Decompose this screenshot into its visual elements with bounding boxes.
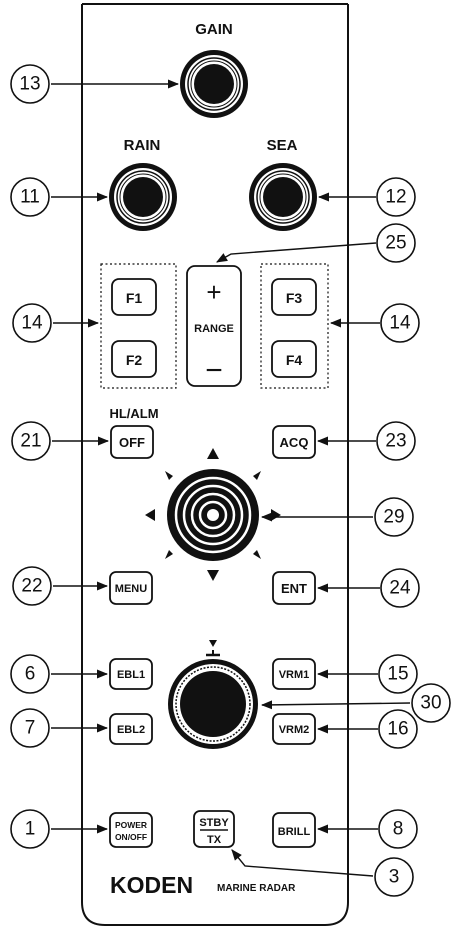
callout-14-left: 14	[12, 303, 52, 343]
knob-index-mark	[209, 640, 217, 647]
svg-text:EBL2: EBL2	[117, 724, 145, 736]
callout-29: 29	[374, 497, 414, 537]
marine-radar-subtitle: MARINE RADAR	[217, 883, 296, 894]
callout-25: 25	[376, 223, 416, 263]
svg-text:F1: F1	[126, 290, 143, 306]
svg-text:22: 22	[21, 576, 42, 597]
stby-tx-key[interactable]: STBY TX	[193, 810, 235, 848]
svg-text:ON/OFF: ON/OFF	[115, 832, 147, 842]
callout-23: 23	[376, 421, 416, 461]
vrm1-key[interactable]: VRM1	[272, 658, 316, 690]
callout-1: 1	[10, 809, 50, 849]
control-panel-body	[81, 3, 349, 926]
koden-logo: KODEN	[110, 872, 193, 898]
svg-text:15: 15	[387, 664, 408, 685]
svg-text:VRM2: VRM2	[279, 724, 310, 736]
ebl-vrm-rotary-knob[interactable]	[168, 640, 258, 749]
sea-label: SEA	[267, 137, 298, 154]
svg-text:23: 23	[385, 431, 406, 452]
callout-13: 13	[10, 64, 50, 104]
callout-30: 30	[411, 683, 451, 723]
svg-text:30: 30	[420, 693, 441, 714]
svg-text:29: 29	[383, 507, 404, 528]
svg-text:MENU: MENU	[115, 583, 147, 595]
callout-3: 3	[374, 857, 414, 897]
vrm2-key[interactable]: VRM2	[272, 713, 316, 745]
callout-16: 16	[378, 709, 418, 749]
svg-text:13: 13	[19, 74, 40, 95]
svg-text:F2: F2	[126, 352, 143, 368]
svg-text:BRILL: BRILL	[278, 826, 311, 838]
range-minus: −	[205, 354, 223, 387]
gain-knob[interactable]	[180, 50, 248, 118]
f3-key[interactable]: F3	[271, 278, 317, 316]
f1-key[interactable]: F1	[111, 278, 157, 316]
callout-leaders	[51, 79, 411, 877]
callout-6: 6	[10, 654, 50, 694]
svg-text:EBL1: EBL1	[117, 669, 145, 681]
svg-text:POWER: POWER	[115, 820, 147, 830]
callout-7: 7	[10, 708, 50, 748]
svg-text:24: 24	[389, 578, 411, 599]
trackball-tick-marks	[145, 448, 281, 581]
svg-text:3: 3	[389, 867, 400, 888]
svg-text:6: 6	[25, 664, 36, 685]
svg-text:STBY: STBY	[199, 817, 229, 829]
svg-text:F4: F4	[286, 352, 303, 368]
trackball[interactable]	[145, 448, 281, 581]
ebl1-key[interactable]: EBL1	[109, 658, 153, 690]
svg-text:21: 21	[20, 431, 41, 452]
menu-key[interactable]: MENU	[109, 571, 153, 605]
svg-text:F3: F3	[286, 290, 303, 306]
callout-22: 22	[12, 566, 52, 606]
callout-14-right: 14	[380, 303, 420, 343]
svg-text:8: 8	[393, 819, 404, 840]
callout-11: 11	[10, 177, 50, 217]
svg-text:VRM1: VRM1	[279, 669, 310, 681]
ent-key[interactable]: ENT	[272, 571, 316, 605]
svg-text:ACQ: ACQ	[280, 435, 309, 450]
svg-text:16: 16	[387, 719, 408, 740]
callout-8: 8	[378, 809, 418, 849]
svg-text:14: 14	[21, 313, 43, 334]
range-key[interactable]: + RANGE −	[186, 265, 242, 387]
off-key[interactable]: OFF	[110, 425, 154, 459]
callout-24: 24	[380, 568, 420, 608]
svg-text:11: 11	[20, 187, 40, 208]
rain-knob[interactable]	[109, 163, 177, 231]
callout-12: 12	[376, 177, 416, 217]
sea-knob[interactable]	[249, 163, 317, 231]
f4-key[interactable]: F4	[271, 340, 317, 378]
power-key[interactable]: POWER ON/OFF	[109, 812, 153, 848]
svg-text:ENT: ENT	[281, 581, 307, 596]
rain-label: RAIN	[124, 137, 161, 154]
gain-label: GAIN	[195, 21, 233, 38]
f2-key[interactable]: F2	[111, 340, 157, 378]
fkey-group-left	[100, 263, 177, 389]
callout-21: 21	[11, 421, 51, 461]
svg-text:7: 7	[25, 718, 36, 739]
callout-15: 15	[378, 654, 418, 694]
brill-key[interactable]: BRILL	[272, 812, 316, 848]
svg-text:14: 14	[389, 313, 411, 334]
svg-text:TX: TX	[207, 834, 222, 846]
acq-key[interactable]: ACQ	[272, 425, 316, 459]
svg-text:1: 1	[25, 819, 36, 840]
range-plus: +	[206, 277, 221, 307]
svg-text:OFF: OFF	[119, 435, 145, 450]
svg-text:12: 12	[385, 187, 406, 208]
hl-alm-label: HL/ALM	[109, 406, 158, 421]
svg-text:25: 25	[385, 233, 406, 254]
fkey-group-right	[260, 263, 329, 389]
ebl2-key[interactable]: EBL2	[109, 713, 153, 745]
range-text: RANGE	[194, 323, 234, 335]
